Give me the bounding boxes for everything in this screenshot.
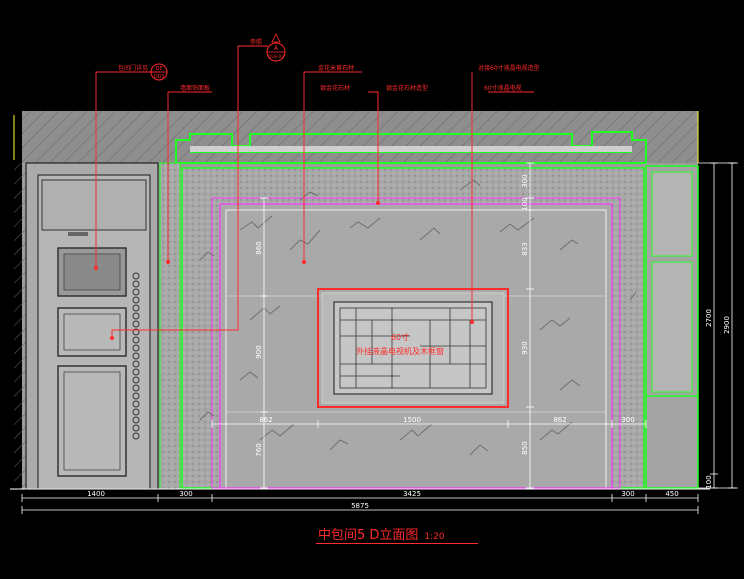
leader-dots: [94, 201, 474, 340]
dim-5875: 5875: [351, 502, 369, 510]
ref-bubble-door: [150, 63, 168, 81]
callout-section: 参照: [250, 38, 262, 46]
left-wall-hatch: [14, 163, 26, 489]
dim-v-900: 900: [255, 345, 263, 358]
ref-bubble-door-bot: D03: [154, 74, 164, 80]
dim-862b: 862: [553, 416, 566, 424]
crown-fill: [190, 146, 632, 152]
dim-v-2700: 2700: [705, 309, 713, 327]
leader-lines: [95, 45, 534, 338]
dim-v-850: 850: [521, 441, 529, 454]
door-handle: [68, 232, 88, 236]
dim-v-833: 833: [521, 242, 529, 255]
dim-v-100b: 100: [705, 475, 713, 488]
door-panel-middle-inner: [63, 313, 121, 351]
tv-screen: [333, 301, 493, 395]
right-cabinet-upper: [651, 171, 693, 257]
dim-v-300: 300: [521, 174, 529, 187]
door-transom: [41, 179, 147, 231]
stone-border-magenta: [211, 197, 621, 489]
dim-3425: 3425: [403, 490, 421, 498]
dimension-lines: [21, 162, 738, 514]
dim-v-2900: 2900: [723, 316, 731, 334]
door-panel-lower: [57, 365, 127, 477]
callout-stone-top: 金花米黄石材: [318, 64, 354, 72]
callout-wall-panel: 墙面饰面板: [180, 84, 210, 92]
title-underline: [316, 543, 478, 544]
callout-door: 包间门详见: [118, 64, 148, 72]
tv-lattice: [339, 307, 487, 389]
tv-frame-outer: [317, 288, 509, 408]
dim-v-860: 860: [255, 241, 263, 254]
callout-tv-top: 对接60寸液晶电视造型: [478, 64, 540, 72]
ref-bubble-section-bot: DL8-03: [268, 54, 284, 60]
dim-300b: 300: [621, 490, 634, 498]
tv-label-line1: 60寸: [391, 332, 409, 342]
ceiling-hatch-lines: [22, 111, 698, 163]
left-jamb: [159, 162, 181, 490]
drawing-scale: 1:20: [424, 532, 445, 542]
dim-450: 450: [665, 490, 678, 498]
callout-stone-field: 银金花石材: [320, 84, 350, 92]
dim-300a: 300: [179, 490, 192, 498]
ref-bubble-door-top: DE: [155, 66, 162, 72]
drawing-title: 中包间5 D立面图 1:20: [318, 524, 445, 543]
dim-v-760: 760: [255, 443, 263, 456]
dim-1400: 1400: [87, 490, 105, 498]
callout-stone-field-2: 银金花石材造型: [386, 84, 428, 92]
callout-tv-bot: 60寸液晶电视: [484, 84, 522, 92]
door-beads: [132, 272, 140, 440]
right-cabinet-lower: [651, 261, 693, 393]
door-panel-upper-inner: [63, 253, 121, 291]
ref-bubble-section: [266, 33, 286, 62]
dim-v-100: 100: [521, 197, 529, 210]
drawing-title-text: 中包间5 D立面图: [318, 528, 419, 543]
dim-1500: 1500: [403, 416, 421, 424]
door-panel-middle: [57, 307, 127, 357]
ref-bubble-section-top: A: [274, 45, 279, 52]
door-panel-lower-inner: [63, 371, 121, 471]
dim-862a: 862: [259, 416, 272, 424]
dim-300c: 300: [621, 416, 634, 424]
dimension-text: 1400 300 3425 300 450 5875 862 1500 862 …: [87, 174, 731, 510]
tv-label-line2: 外挂液晶电视机及木框窗: [356, 346, 444, 356]
dim-v-930: 930: [521, 341, 529, 354]
